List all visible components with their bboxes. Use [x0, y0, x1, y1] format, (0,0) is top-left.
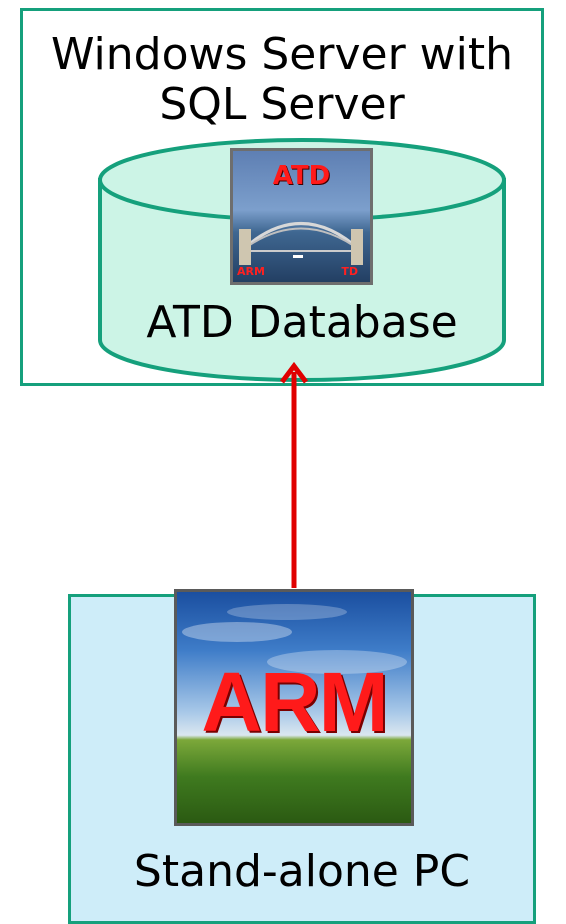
atd-logo-corner-right: TD: [341, 265, 358, 278]
arm-logo-text: ARM: [201, 655, 388, 749]
pc-label: Stand-alone PC: [133, 846, 471, 897]
atd-logo-corner-left: ARM: [237, 265, 265, 278]
database-label: ATD Database: [146, 297, 458, 348]
server-title-line1: Windows Server with: [50, 29, 514, 80]
server-title: Windows Server with SQL Server: [20, 30, 544, 130]
sky-clouds-icon: [182, 604, 407, 674]
arm-logo: ARM: [174, 589, 414, 826]
atd-logo: ATD ARM TD: [230, 148, 373, 285]
arrow-head: [280, 361, 308, 384]
atd-logo-text: ATD: [272, 161, 331, 191]
bridge-icon: [239, 222, 363, 265]
server-title-line2: SQL Server: [159, 79, 405, 130]
